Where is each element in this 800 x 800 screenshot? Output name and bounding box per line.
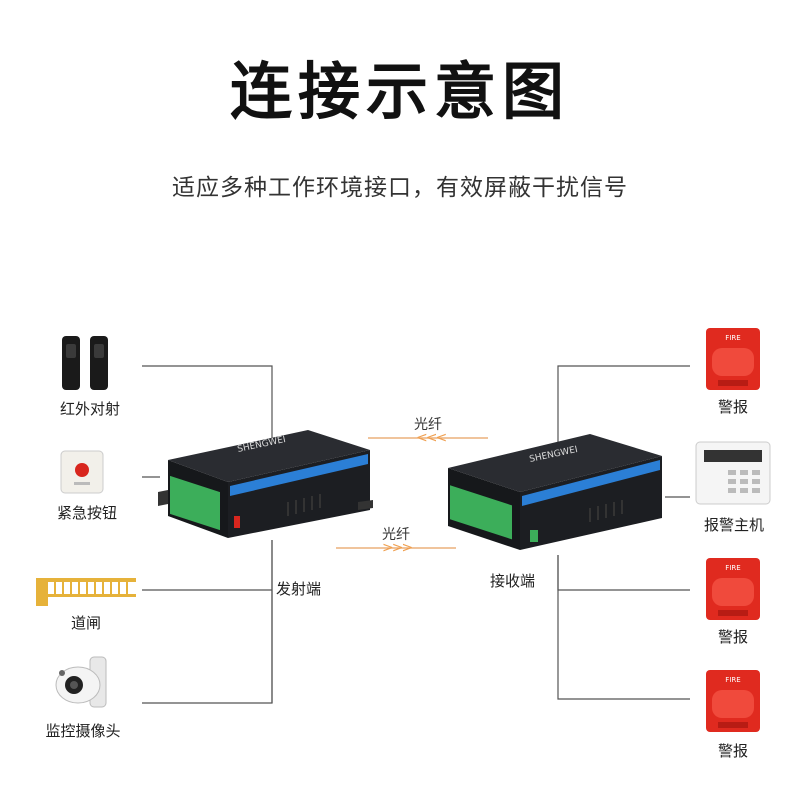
right-device-label-2: 报警主机	[703, 516, 764, 534]
fiber-label-top: 光纤	[414, 417, 442, 433]
svg-text:FIRE: FIRE	[725, 564, 740, 572]
line-camera	[142, 540, 273, 704]
infrared-beam-icon	[60, 332, 110, 394]
left-device-label-1: 红外对射	[59, 400, 120, 418]
right-device-label-3: 警报	[717, 628, 748, 646]
fiber-arrows-top: <<<	[416, 430, 447, 446]
left-device-label-4: 监控摄像头	[45, 722, 121, 740]
barrier-gate-icon	[36, 570, 136, 610]
transmitter-unit: SHENGWEI	[158, 420, 380, 545]
svg-text:FIRE: FIRE	[725, 676, 740, 684]
surveillance-camera-icon	[52, 655, 112, 713]
left-device-label-2: 紧急按钮	[56, 504, 117, 522]
alarm-siren-icon: FIRE	[702, 328, 764, 392]
receiver-unit: SHENGWEI	[440, 422, 670, 557]
page-subtitle: 适应多种工作环境接口，有效屏蔽干扰信号	[172, 175, 628, 201]
page-title: 连接示意图	[229, 55, 570, 128]
right-device-label-1: 警报	[717, 398, 748, 416]
line-alarm-3	[557, 555, 690, 700]
transmitter-label: 发射端	[276, 580, 322, 598]
receiver-label: 接收端	[490, 572, 536, 590]
alarm-siren-icon: FIRE	[702, 670, 764, 734]
emergency-button-icon	[60, 450, 104, 494]
line-alarm-1	[557, 365, 690, 445]
line-alarm-2	[557, 555, 690, 591]
alarm-host-icon	[694, 440, 774, 506]
left-device-label-3: 道闸	[70, 614, 101, 632]
alarm-siren-icon: FIRE	[702, 558, 764, 622]
line-infrared	[142, 365, 273, 470]
right-device-label-4: 警报	[717, 742, 748, 760]
alarm-tag: FIRE	[725, 334, 740, 342]
fiber-arrows-bottom: >>>	[382, 540, 413, 556]
fiber-label-bottom: 光纤	[382, 527, 410, 543]
